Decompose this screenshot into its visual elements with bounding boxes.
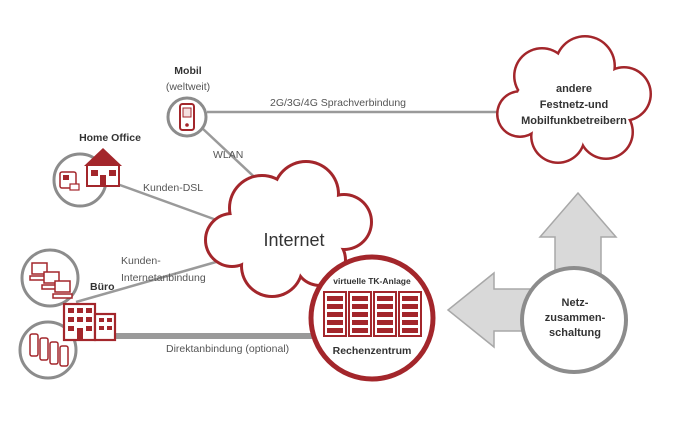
andere-betreiber-cloud: andere Festnetz-und Mobilfunkbetreibern <box>496 35 652 164</box>
label-kunden-internet-2: Internetanbindung <box>121 272 206 284</box>
buero-computers-node <box>20 248 80 308</box>
buero-title: Büro <box>90 281 115 293</box>
desk-phone-icon <box>59 171 80 191</box>
tk-anlage-label: virtuelle TK-Anlage <box>333 276 411 286</box>
home-office-title: Home Office <box>79 132 141 144</box>
computer-icon <box>29 262 73 299</box>
internet-label: Internet <box>263 230 324 250</box>
netz-line-1: Netz- <box>562 297 589 309</box>
buero-phones-node <box>18 320 78 380</box>
house-icon <box>84 148 122 187</box>
netz-line-3: schaltung <box>549 327 601 339</box>
andere-line-2: Festnetz-und <box>540 99 608 111</box>
label-sprachverbindung: 2G/3G/4G Sprachverbindung <box>270 97 406 109</box>
mobil-title: Mobil <box>174 65 201 77</box>
office-building-icon <box>62 302 117 342</box>
mobil-node <box>166 96 208 138</box>
home-office-node <box>52 148 122 208</box>
rechenzentrum-label: Rechenzentrum <box>333 345 412 357</box>
line-homeoffice-internet <box>105 178 223 224</box>
mobil-subtitle: (weltweit) <box>166 81 210 93</box>
label-kunden-internet-1: Kunden- <box>121 255 161 267</box>
andere-line-1: andere <box>556 83 592 95</box>
handset-icon <box>29 333 69 367</box>
server-rack-icon <box>323 291 422 337</box>
label-kunden-dsl: Kunden-DSL <box>143 182 203 194</box>
phone-icon <box>179 103 195 131</box>
internet-cloud: Internet <box>204 160 373 298</box>
label-wlan: WLAN <box>213 149 243 161</box>
line-buero-internet <box>75 256 231 304</box>
rechenzentrum-node: virtuelle TK-Anlage Rechenzentrum <box>308 254 436 382</box>
arrow-up-icon <box>538 191 618 280</box>
label-direktanbindung: Direktanbindung (optional) <box>166 343 289 355</box>
netz-zusammenschaltung-node: Netz- zusammen- schaltung <box>520 266 628 374</box>
netz-line-2: zusammen- <box>545 312 606 324</box>
andere-line-3: Mobilfunkbetreibern <box>521 115 627 127</box>
